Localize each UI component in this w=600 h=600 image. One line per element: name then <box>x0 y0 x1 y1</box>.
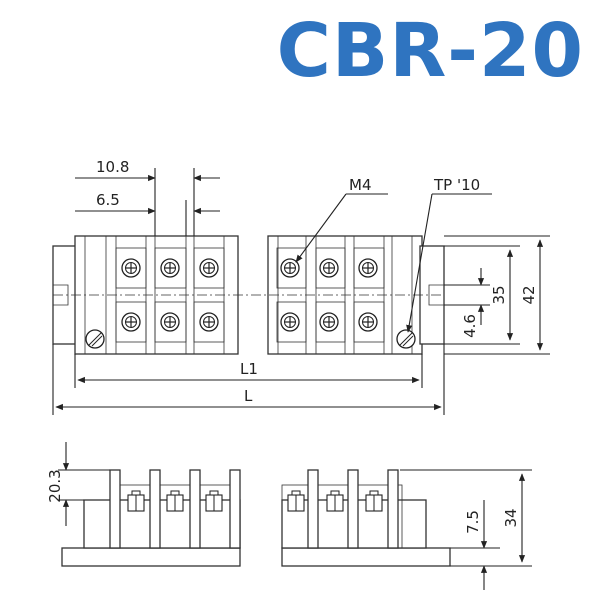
screw-icon <box>199 258 219 278</box>
screw-icon <box>160 312 180 332</box>
dim-length-total: L <box>244 387 253 405</box>
screw-side-icon <box>205 490 223 512</box>
screw-icon <box>319 258 339 278</box>
dim-length-inner: L1 <box>240 360 258 378</box>
screw-icon <box>121 258 141 278</box>
screw-icon <box>319 312 339 332</box>
screw-side-icon <box>127 490 145 512</box>
screw-icon <box>199 312 219 332</box>
screw-side-icon <box>365 490 383 512</box>
dim-side-base: 7.5 <box>464 510 482 534</box>
dim-side-top: 20.3 <box>46 469 64 502</box>
screw-icon <box>121 312 141 332</box>
dim-hole-offset: 4.6 <box>461 314 479 338</box>
label-screw: M4 <box>349 176 372 194</box>
screw-side-icon <box>287 490 305 512</box>
screw-icon <box>358 312 378 332</box>
screw-side-icon <box>326 490 344 512</box>
screw-icon <box>160 258 180 278</box>
label-mounting-hole: TP '10 <box>433 176 480 194</box>
screw-icon <box>280 312 300 332</box>
dim-height-inner: 35 <box>490 285 508 304</box>
mounting-hole-icon <box>396 329 416 349</box>
screw-side-icon <box>166 490 184 512</box>
side-view: 20.3 7.5 34 <box>46 442 532 590</box>
dim-pitch: 10.8 <box>96 158 129 176</box>
top-view: 10.8 6.5 M4 TP '10 42 35 4.6 L <box>52 158 550 415</box>
dim-height-outer: 42 <box>520 285 538 304</box>
screw-icon <box>358 258 378 278</box>
product-title: CBR-20 <box>276 8 584 94</box>
mounting-hole-icon <box>85 329 105 349</box>
dim-side-total: 34 <box>502 508 520 527</box>
dim-barrier: 6.5 <box>96 191 120 209</box>
